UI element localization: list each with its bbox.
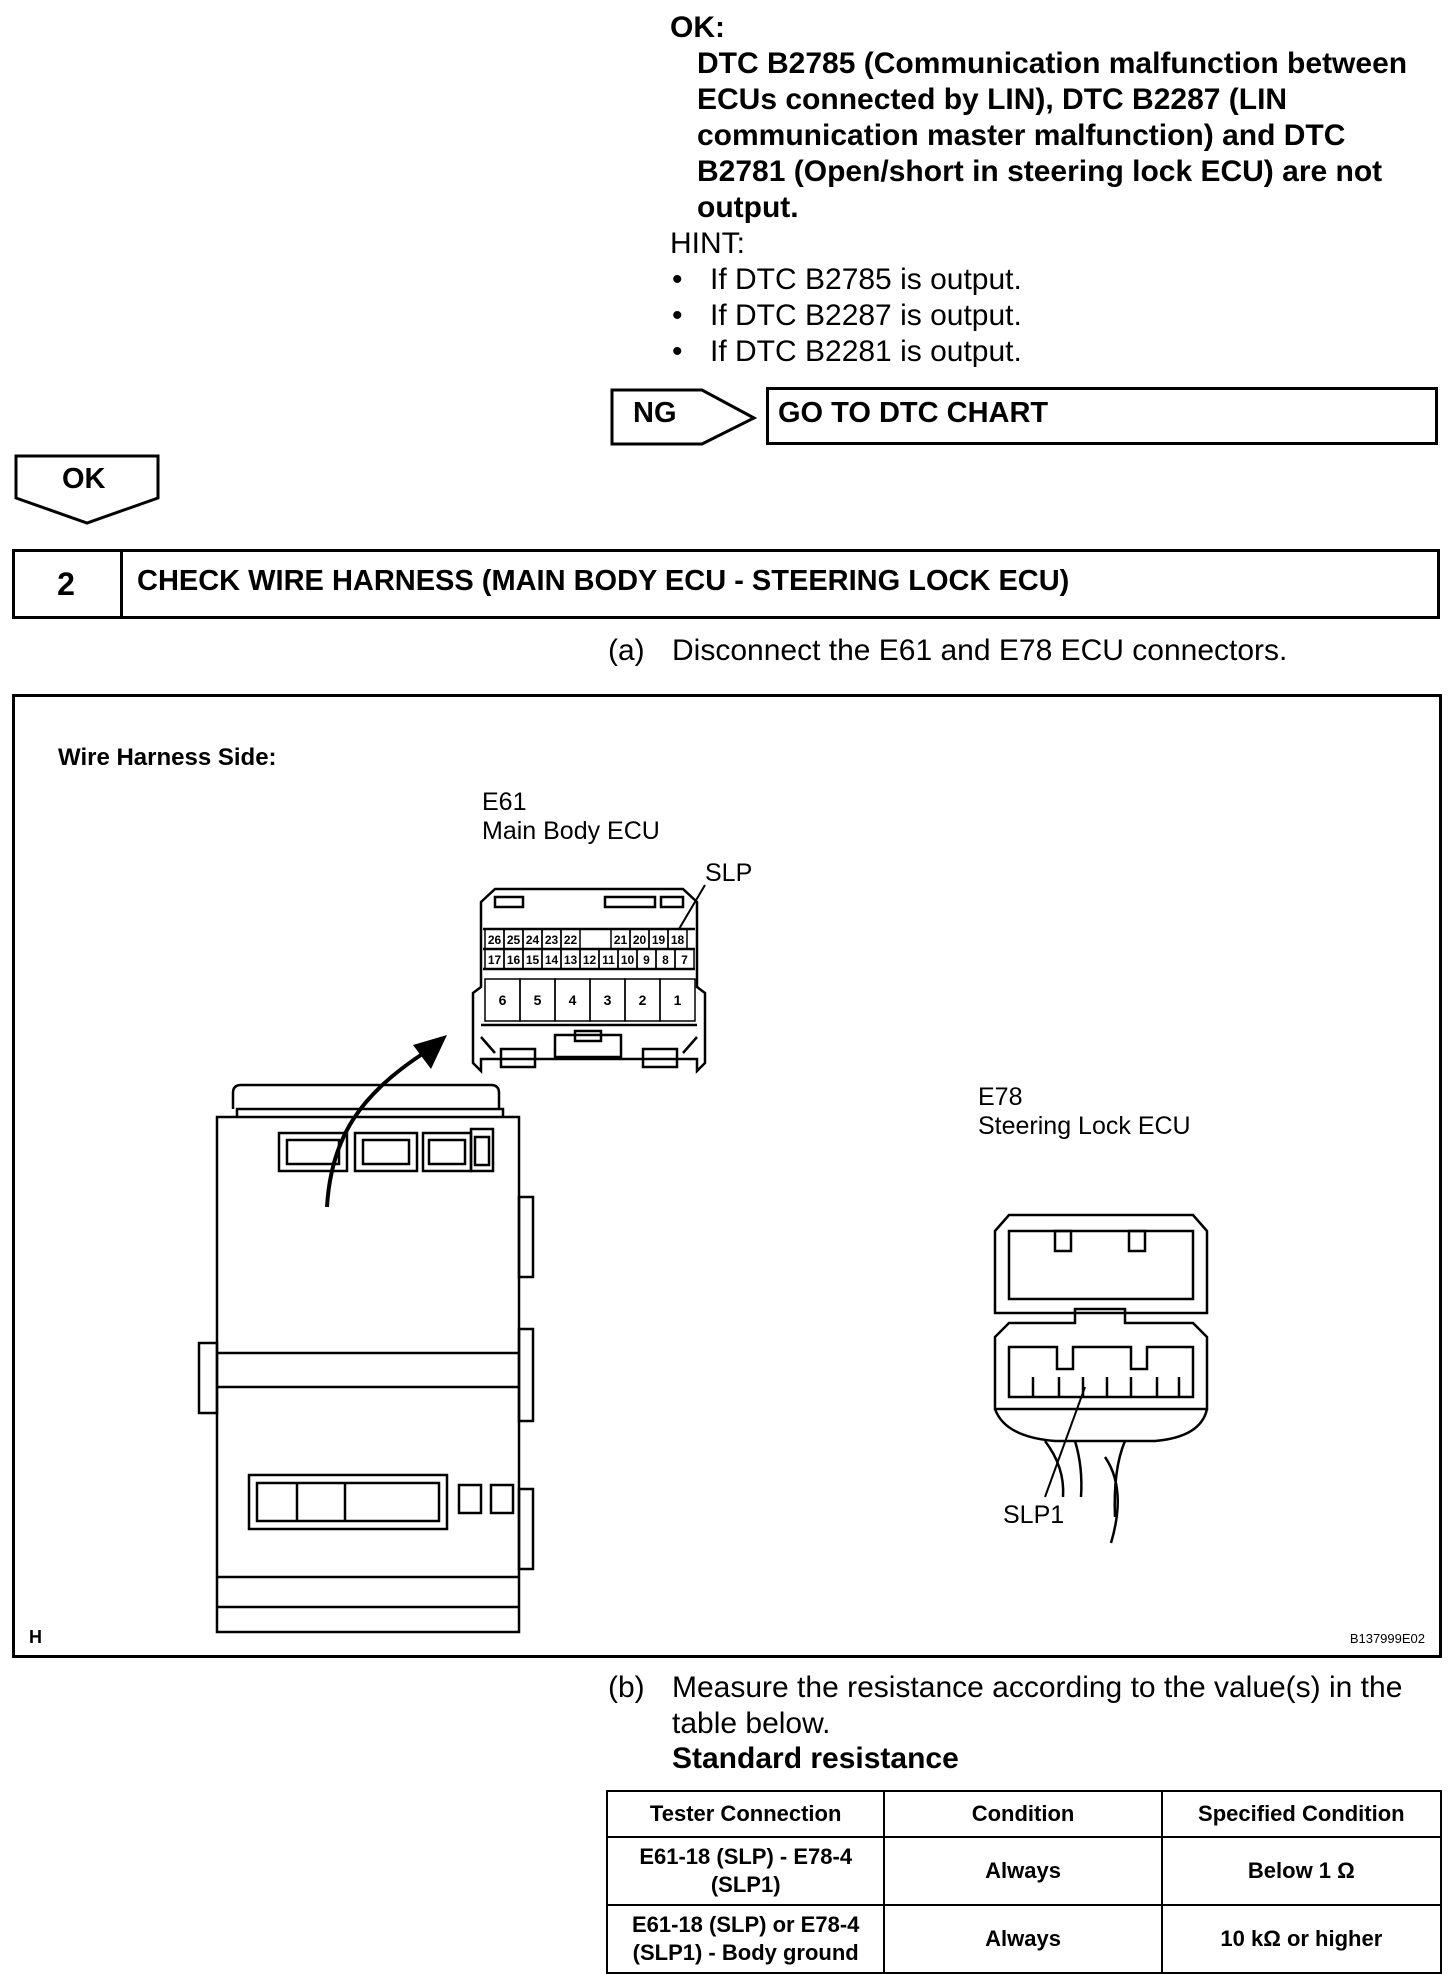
corner-letter: H (29, 1627, 42, 1647)
pin-number: 1 (674, 992, 682, 1008)
substep-b-marker: (b) (608, 1671, 645, 1704)
table-cell: Below 1 Ω (1160, 1836, 1443, 1906)
col-header: Condition (883, 1790, 1163, 1838)
pin-number: 11 (602, 953, 615, 967)
pin-number: 4 (569, 992, 577, 1008)
pin-number: 19 (652, 933, 666, 947)
pin-number: 22 (564, 933, 578, 947)
standard-resistance-title: Standard resistance (672, 1742, 959, 1775)
pin-number: 25 (507, 933, 521, 947)
bullet-icon: • (672, 299, 683, 332)
table-cell: 10 kΩ or higher (1160, 1904, 1443, 1974)
e78-name: Steering Lock ECU (978, 1112, 1191, 1140)
table-cell: E61-18 (SLP) or E78-4 (SLP1) - Body grou… (605, 1904, 886, 1974)
ok-arrow-icon (14, 454, 160, 525)
pin-number: 2 (639, 992, 647, 1008)
e61-name: Main Body ECU (482, 817, 660, 845)
hint-item-text: If DTC B2281 is output. (710, 335, 1022, 368)
arrow-head-icon (413, 1035, 447, 1069)
wire-harness-side-label: Wire Harness Side: (58, 744, 277, 771)
ok-label: OK (62, 463, 106, 495)
pin-number: 6 (499, 992, 507, 1008)
pin-number: 9 (643, 953, 650, 967)
ng-arrow-icon (610, 388, 758, 446)
hint-list: • If DTC B2785 is output. • If DTC B2287 i… (668, 262, 1022, 370)
connector-arrow (325, 1049, 429, 1208)
figure-id: B137999E02 (1350, 1631, 1425, 1646)
step-title: CHECK WIRE HARNESS (MAIN BODY ECU - STEE… (137, 565, 1070, 597)
bullet-icon: • (672, 335, 683, 368)
pin-number: 18 (671, 933, 685, 947)
connector-diagram: Wire Harness Side: E61 Main Body ECU SLP… (12, 694, 1442, 1658)
step-header (12, 549, 1440, 619)
col-header: Specified Condition (1160, 1790, 1443, 1838)
hint-item: • If DTC B2287 is output. (668, 298, 1022, 334)
col-header: Tester Connection (605, 1790, 886, 1838)
table-header-row: Tester Connection Condition Specified Co… (605, 1790, 1443, 1838)
pin-number: 21 (614, 933, 628, 947)
table-row: E61-18 (SLP) - E78-4 (SLP1) Always Below… (605, 1836, 1443, 1906)
substep-a-marker: (a) (608, 634, 645, 667)
hint-item-text: If DTC B2287 is output. (710, 299, 1022, 332)
e78-code: E78 (978, 1083, 1022, 1111)
pin-cell (659, 978, 696, 1022)
table-cell: Always (883, 1904, 1163, 1974)
table-cell: E61-18 (SLP) - E78-4 (SLP1) (605, 1836, 886, 1906)
resistance-table: Tester Connection Condition Specified Co… (605, 1790, 1443, 1974)
e78-slp1-label: SLP1 (1003, 1501, 1064, 1529)
ng-label: NG (633, 397, 677, 429)
pin-number: 12 (583, 953, 597, 967)
dtc-chart-link-box[interactable] (766, 387, 1438, 445)
e61-connector (471, 887, 707, 1075)
hint-item-text: If DTC B2785 is output. (710, 263, 1022, 296)
pin-cell (674, 948, 695, 970)
substep-b-text: Measure the resistance according to the … (672, 1671, 1403, 1740)
step-number: 2 (12, 549, 123, 619)
pin-number: 17 (488, 953, 502, 967)
pin-number: 23 (545, 933, 559, 947)
pin-number: 5 (534, 992, 542, 1008)
pin-number: 15 (526, 953, 540, 967)
bullet-icon: • (672, 263, 683, 296)
pin-number: 14 (545, 953, 559, 967)
hint-item: • If DTC B2281 is output. (668, 334, 1022, 370)
table-cell: Always (883, 1836, 1163, 1906)
pin-number: 20 (633, 933, 647, 947)
e61-slp-label: SLP (705, 859, 752, 887)
e61-code: E61 (482, 788, 526, 816)
pin-number: 7 (681, 953, 688, 967)
pin-number: 26 (488, 933, 502, 947)
pin-number: 16 (507, 953, 521, 967)
main-body-ecu (197, 1083, 535, 1634)
e78-connector (993, 1213, 1209, 1544)
ok-criteria-text: DTC B2785 (Communication malfunction bet… (697, 47, 1408, 224)
substep-a-text: Disconnect the E61 and E78 ECU connector… (672, 634, 1288, 667)
pin-number: 8 (662, 953, 669, 967)
pin-number: 10 (621, 953, 635, 967)
table-row: E61-18 (SLP) or E78-4 (SLP1) - Body grou… (605, 1904, 1443, 1974)
dtc-chart-link[interactable]: GO TO DTC CHART (778, 397, 1049, 429)
pin-number: 3 (604, 992, 612, 1008)
pin-number: 13 (564, 953, 578, 967)
hint-item: • If DTC B2785 is output. (668, 262, 1022, 298)
ok-heading: OK: (670, 11, 725, 44)
hint-label: HINT: (670, 227, 745, 260)
pin-number: 24 (526, 933, 540, 947)
